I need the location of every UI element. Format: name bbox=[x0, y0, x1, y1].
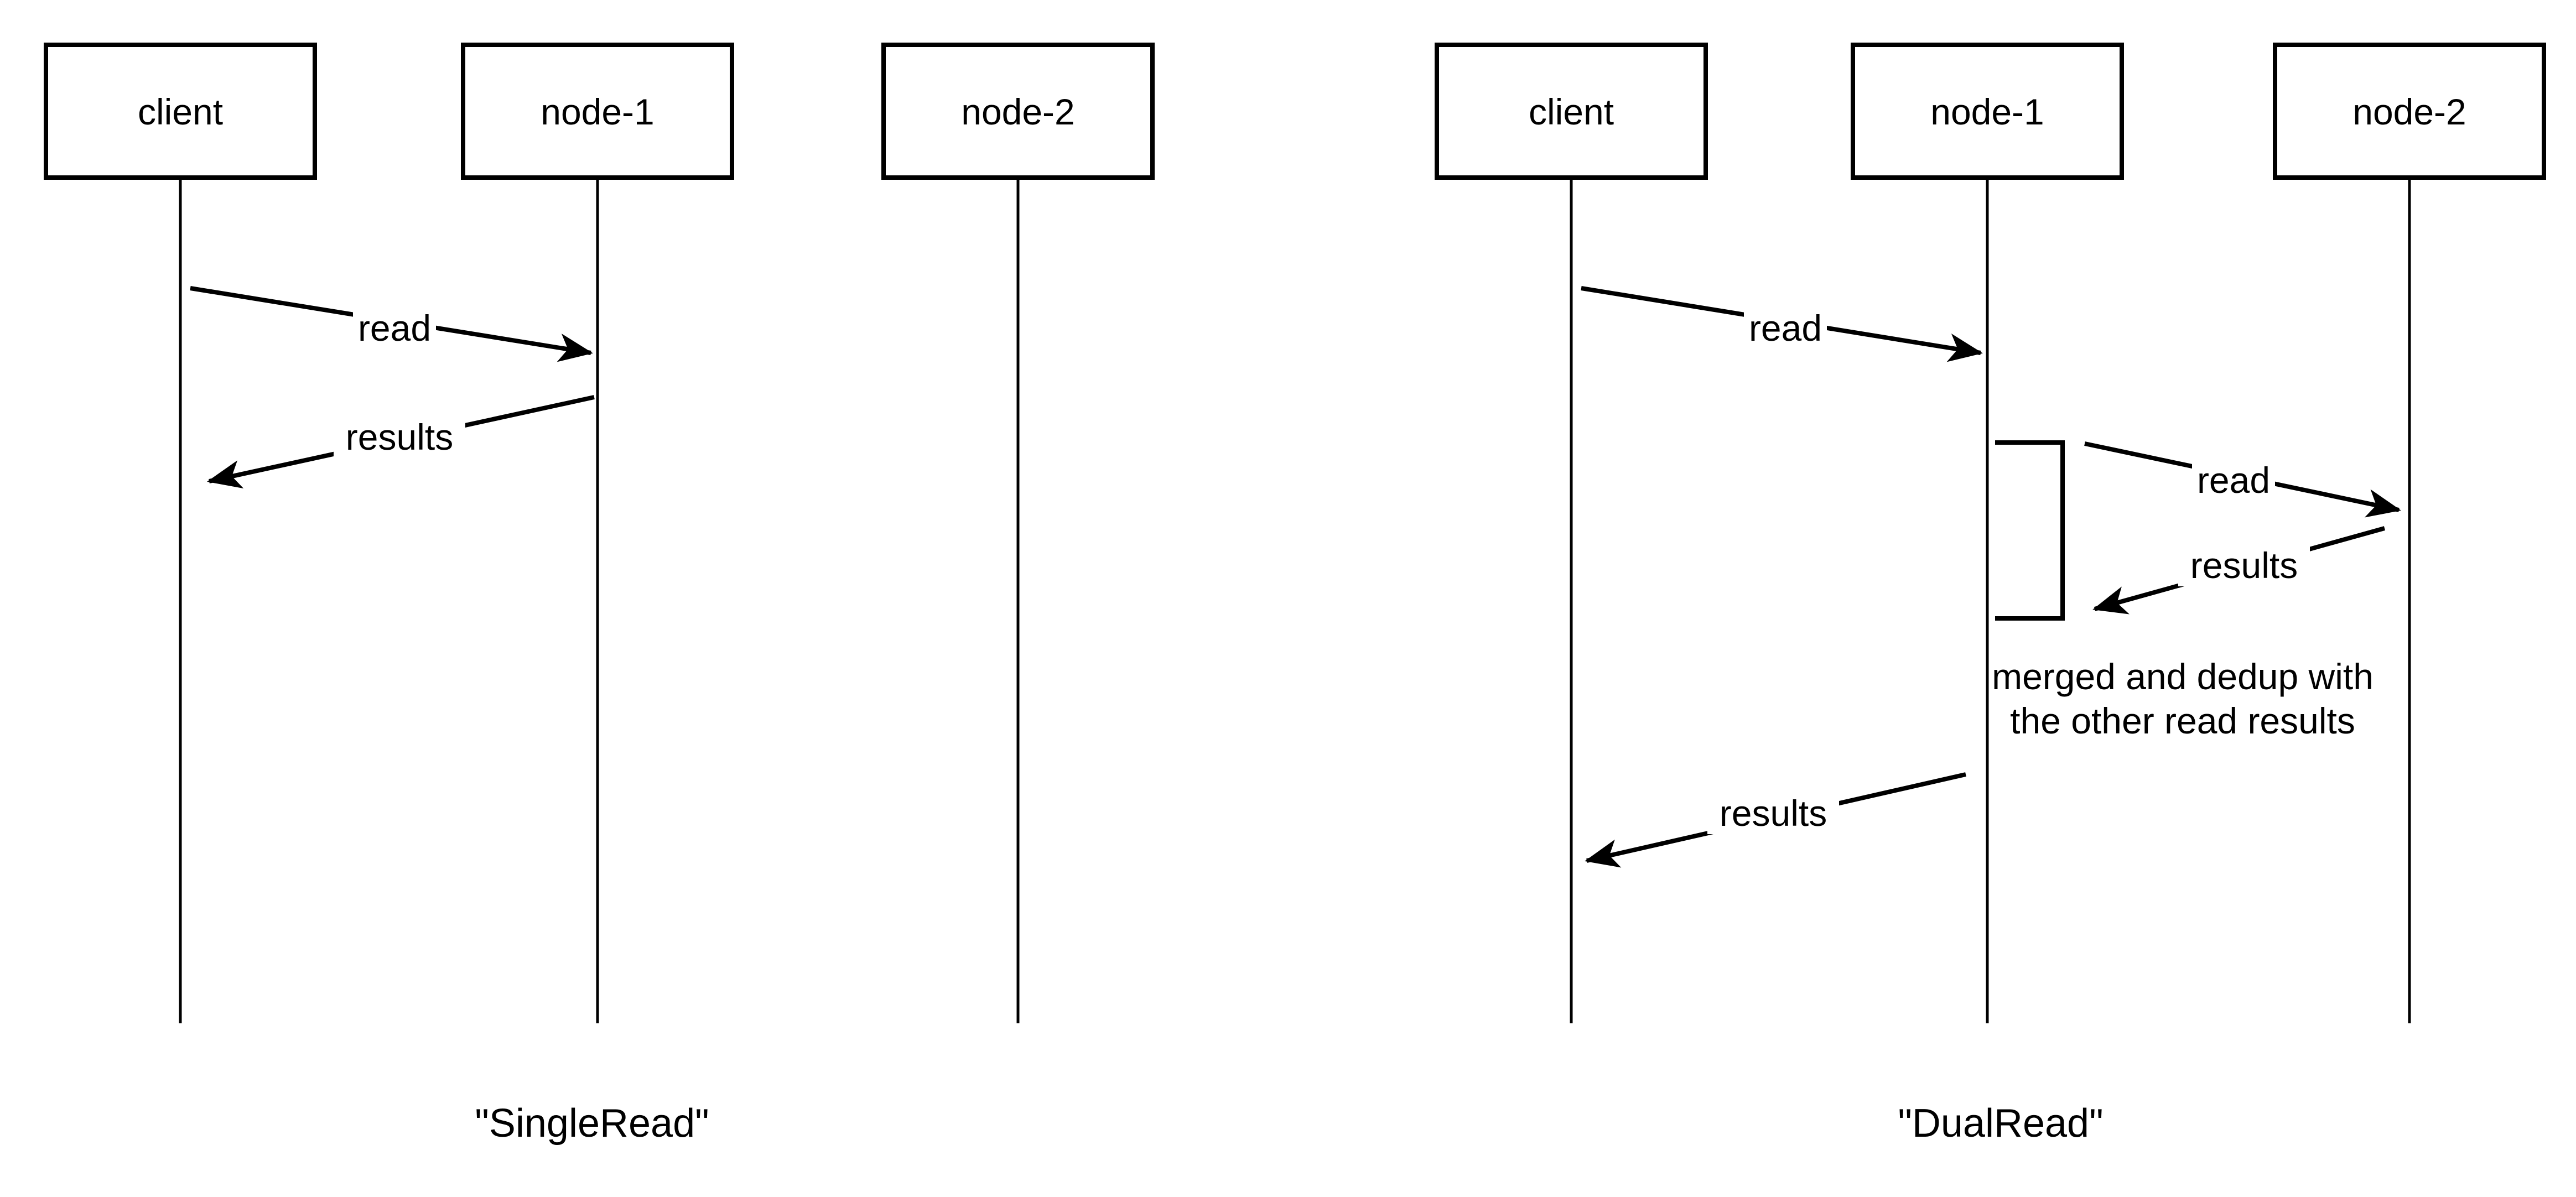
actor-label: node-2 bbox=[961, 91, 1075, 132]
activation-bracket bbox=[1995, 440, 2065, 621]
actor-box bbox=[1851, 43, 2124, 180]
message-read-client-to-node-1: read bbox=[1581, 286, 1983, 362]
actor-label: node-1 bbox=[541, 91, 655, 132]
caption-dualread: "DualRead" bbox=[1898, 1101, 2103, 1146]
message-results-node-1-to-client: results bbox=[207, 395, 595, 489]
actor-box bbox=[2273, 43, 2546, 180]
actor-label: client bbox=[1529, 91, 1614, 132]
actor-box bbox=[44, 43, 317, 180]
caption-singleread: "SingleRead" bbox=[475, 1101, 709, 1146]
message-label: results bbox=[1720, 793, 1827, 834]
singleread-diagram: client node-1 node-2 read results "Singl… bbox=[44, 43, 1155, 1146]
message-label-bg bbox=[353, 308, 436, 350]
note-line-2: the other read results bbox=[2010, 700, 2355, 741]
message-label: read bbox=[358, 308, 431, 348]
message-results-node-2-to-node-1: results bbox=[2092, 526, 2386, 615]
message-label-bg bbox=[2192, 460, 2275, 502]
message-read-client-to-node-1: read bbox=[190, 286, 593, 362]
message-label: read bbox=[1749, 308, 1822, 348]
actor-box bbox=[1435, 43, 1708, 180]
actor-node-1: node-1 bbox=[461, 43, 734, 180]
message-label: results bbox=[2190, 545, 2298, 586]
actor-node-1: node-1 bbox=[1851, 43, 2124, 180]
message-label: results bbox=[346, 417, 453, 457]
message-label-bg bbox=[2178, 544, 2310, 586]
note-merged-dedup: merged and dedup with the other read res… bbox=[1992, 656, 2374, 741]
message-label-bg bbox=[1707, 792, 1839, 834]
actor-client: client bbox=[44, 43, 317, 180]
message-label: read bbox=[2197, 460, 2270, 501]
message-label-bg bbox=[1744, 308, 1827, 350]
actor-client: client bbox=[1435, 43, 1708, 180]
actor-box bbox=[881, 43, 1155, 180]
note-line-1: merged and dedup with bbox=[1992, 656, 2374, 697]
actor-node-2: node-2 bbox=[2273, 43, 2546, 180]
dualread-diagram: client node-1 node-2 read read resu bbox=[1435, 43, 2546, 1146]
message-read-node-1-to-node-2: read bbox=[2084, 441, 2401, 518]
actor-box bbox=[461, 43, 734, 180]
message-results-node-1-to-client: results bbox=[1585, 772, 1966, 868]
actor-label: node-2 bbox=[2352, 91, 2466, 132]
actor-label: node-1 bbox=[1930, 91, 2044, 132]
message-label-bg bbox=[334, 416, 465, 458]
actor-node-2: node-2 bbox=[881, 43, 1155, 180]
actor-label: client bbox=[138, 91, 223, 132]
